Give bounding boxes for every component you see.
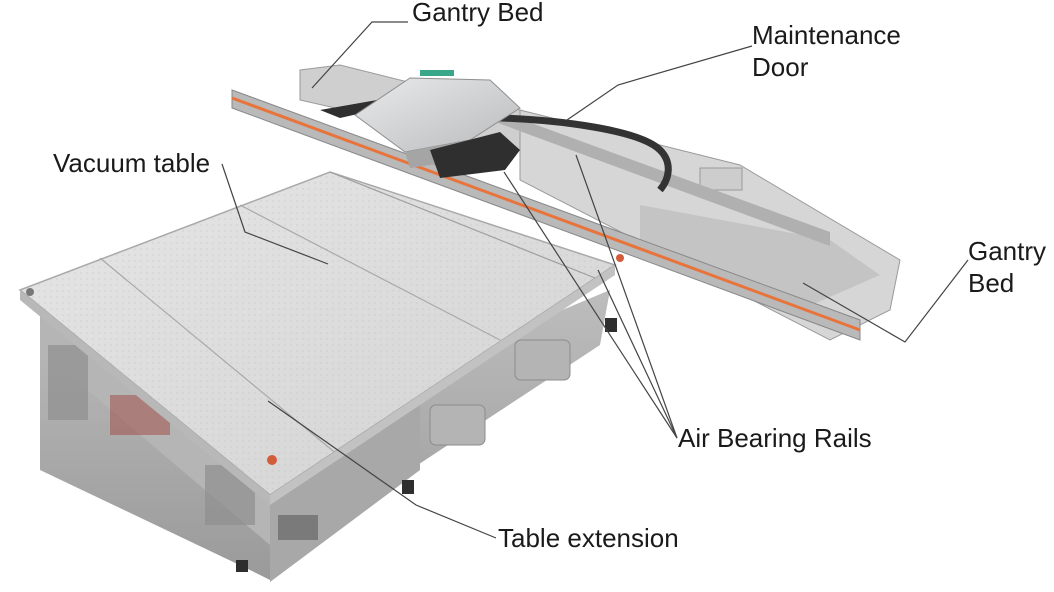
vacuum-table [18,171,624,505]
leader-air-bearing-rails-a [503,171,678,439]
leader-gantry-bed-right [802,259,969,343]
side-cabinet-window [48,345,88,420]
accent-stripe [231,96,861,332]
corner-screw [26,288,34,296]
emergency-stop [616,254,624,262]
label-maintenance-door-line1: Maintenance [752,20,901,50]
blower-unit [429,404,486,446]
blower-unit [514,339,571,381]
emergency-stop [267,455,277,465]
label-table-extension: Table extension [498,523,679,553]
leader-air-bearing-rails-c [597,269,678,439]
label-maintenance-door-line2: Door [752,52,809,82]
leader-lines [221,21,969,539]
end-cover [699,167,743,191]
carriage-logo [420,70,454,76]
label-vacuum-table: Vacuum table [53,148,211,178]
foot [236,560,248,572]
leader-air-bearing-rails-b [575,154,678,439]
label-gantry-bed-top: Gantry Bed [412,0,544,27]
label-air-bearing-rails: Air Bearing Rails [678,423,872,453]
label-gantry-bed-right-line2: Bed [968,268,1015,298]
leader-gantry-bed-top [311,21,408,89]
leader-table-extension [267,400,497,539]
control-box [278,515,318,540]
print-head-block [430,132,520,178]
print-carriage [354,70,521,178]
foot [605,318,617,332]
leader-maintenance-door [566,45,753,121]
leader-vacuum-table [221,163,329,265]
foot [402,480,414,494]
cable-chain [499,114,672,193]
label-gantry-bed-right-line1: Gantry [968,236,1047,266]
